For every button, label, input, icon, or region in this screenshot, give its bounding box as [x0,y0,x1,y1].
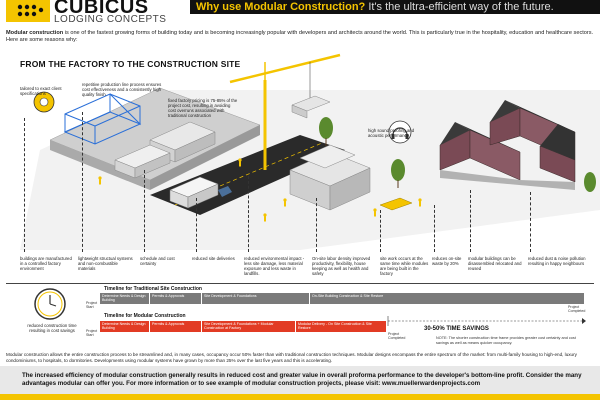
footer-text: The increased efficiency of modular cons… [22,372,582,387]
logo-mark [6,0,50,22]
brand-subtitle: LODGING CONCEPTS [54,14,167,25]
leader-line [316,198,317,252]
callout-environment: reduced environmental impact - less site… [244,256,305,276]
brand-name: CUBICUS [54,0,149,18]
banner-question: Why use Modular Construction? [196,1,366,13]
callout-relocatable: modular buildings can be disassembled re… [468,256,522,271]
delivery-truck [169,176,232,209]
callout-schedule: schedule and cost certainty [140,256,175,266]
road-line [174,142,323,206]
traditional-start-label: Project Start [86,301,98,309]
callout-waste: reduces on-site waste by 20% [432,256,462,266]
callout-labor-density: On-site labor density improved productiv… [312,256,371,276]
factory-to-site-illustration [20,53,600,250]
factory-module-frame [63,93,142,145]
callout-tailored: tailored to exact client specifications [20,86,62,96]
logo-dots-icon [17,4,44,17]
modular-phase-permits: Permits & Approvals [150,321,202,332]
section-divider [6,283,594,284]
factory-floor-side [150,125,260,190]
workers [98,158,422,222]
header-banner: Why use Modular Construction? It's the u… [190,0,600,14]
section-title: FROM THE FACTORY TO THE CONSTRUCTION SIT… [20,59,241,69]
callout-factory-environment: buildings are manufactured in a controll… [20,256,72,271]
leader-line [144,170,145,252]
modular-timeline-bar: Determine Needs & Design Building Permit… [100,321,386,332]
factory-module-block-2 [114,144,171,179]
intro-lead: Modular construction [6,30,64,36]
callout-sound: high sound proofing and acoustic perform… [368,128,415,138]
traditional-end-label: Project Completed [568,305,586,313]
finished-houses [439,100,576,190]
traditional-timeline-title: Timeline for Traditional Site Constructi… [104,286,202,292]
factory-floor-edge [50,140,150,190]
callout-lightweight: lightweight structual systems and non-co… [78,256,133,271]
intro-paragraph: Modular construction is one of the faste… [6,30,594,44]
trees [319,117,596,192]
tape-measure-icon [33,91,55,113]
leader-line [470,190,471,252]
header: CUBICUS LODGING CONCEPTS Why use Modular… [0,0,600,28]
callout-parallel-work: site work occurs at the same time while … [380,256,429,276]
site-building [289,144,371,211]
leader-line [380,210,381,252]
traditional-phase-construction: On-Site Building Construction & Site Res… [312,294,384,298]
callout-dust-noise: reduced dust & noise pollution resulting… [528,256,586,266]
traditional-phase-permits: Permits & Approvals [150,293,202,304]
modular-phase-site-factory: Site Development & Foundations + Modular… [202,321,296,332]
modular-end-label: Project Completed [388,332,406,340]
leader-line [434,205,435,252]
traditional-timeline-bar: Determine Needs & Design Building Permit… [100,293,584,304]
modular-phase-design: Determine Needs & Design Building [100,321,150,332]
time-savings-arrow [387,316,586,326]
callout-repetitive: repetitive production line process ensur… [82,82,162,97]
leader-line [530,192,531,252]
modular-timeline-title: Timeline for Modular Construction [104,313,186,319]
clock-icon [34,288,66,320]
footer-accent-bar [0,394,600,400]
leader-line [24,118,25,252]
banner-tagline: It's the ultra-efficient way of the futu… [365,1,554,13]
time-savings-label: 30-50% TIME SAVINGS [424,326,489,332]
clock-label: reduced construction time resulting in c… [27,323,77,333]
summary-paragraph: Modular construction allows the entire c… [6,352,577,363]
headphones-icon [388,120,412,144]
traditional-phase-site: Site Development & Foundations [202,293,310,304]
modular-start-label: Project Start [86,329,98,337]
intro-text: is one of the fastest growing forms of b… [6,30,594,43]
callout-fixed-pricing: fixed factory pricing is 75-85% of the p… [168,98,238,118]
callout-site-deliveries: reduced site deliveries [192,256,235,261]
modular-phase-delivery: Modular Delivery - On Site Construction … [298,322,372,331]
time-savings-note: NOTE: The shorter construction time fram… [436,336,576,345]
tower-crane [229,53,341,170]
leader-line [196,198,197,252]
waste-bin [379,197,413,211]
traditional-phase-design: Determine Needs & Design Building [100,293,150,304]
leader-line [82,112,83,252]
leader-line [248,176,249,252]
